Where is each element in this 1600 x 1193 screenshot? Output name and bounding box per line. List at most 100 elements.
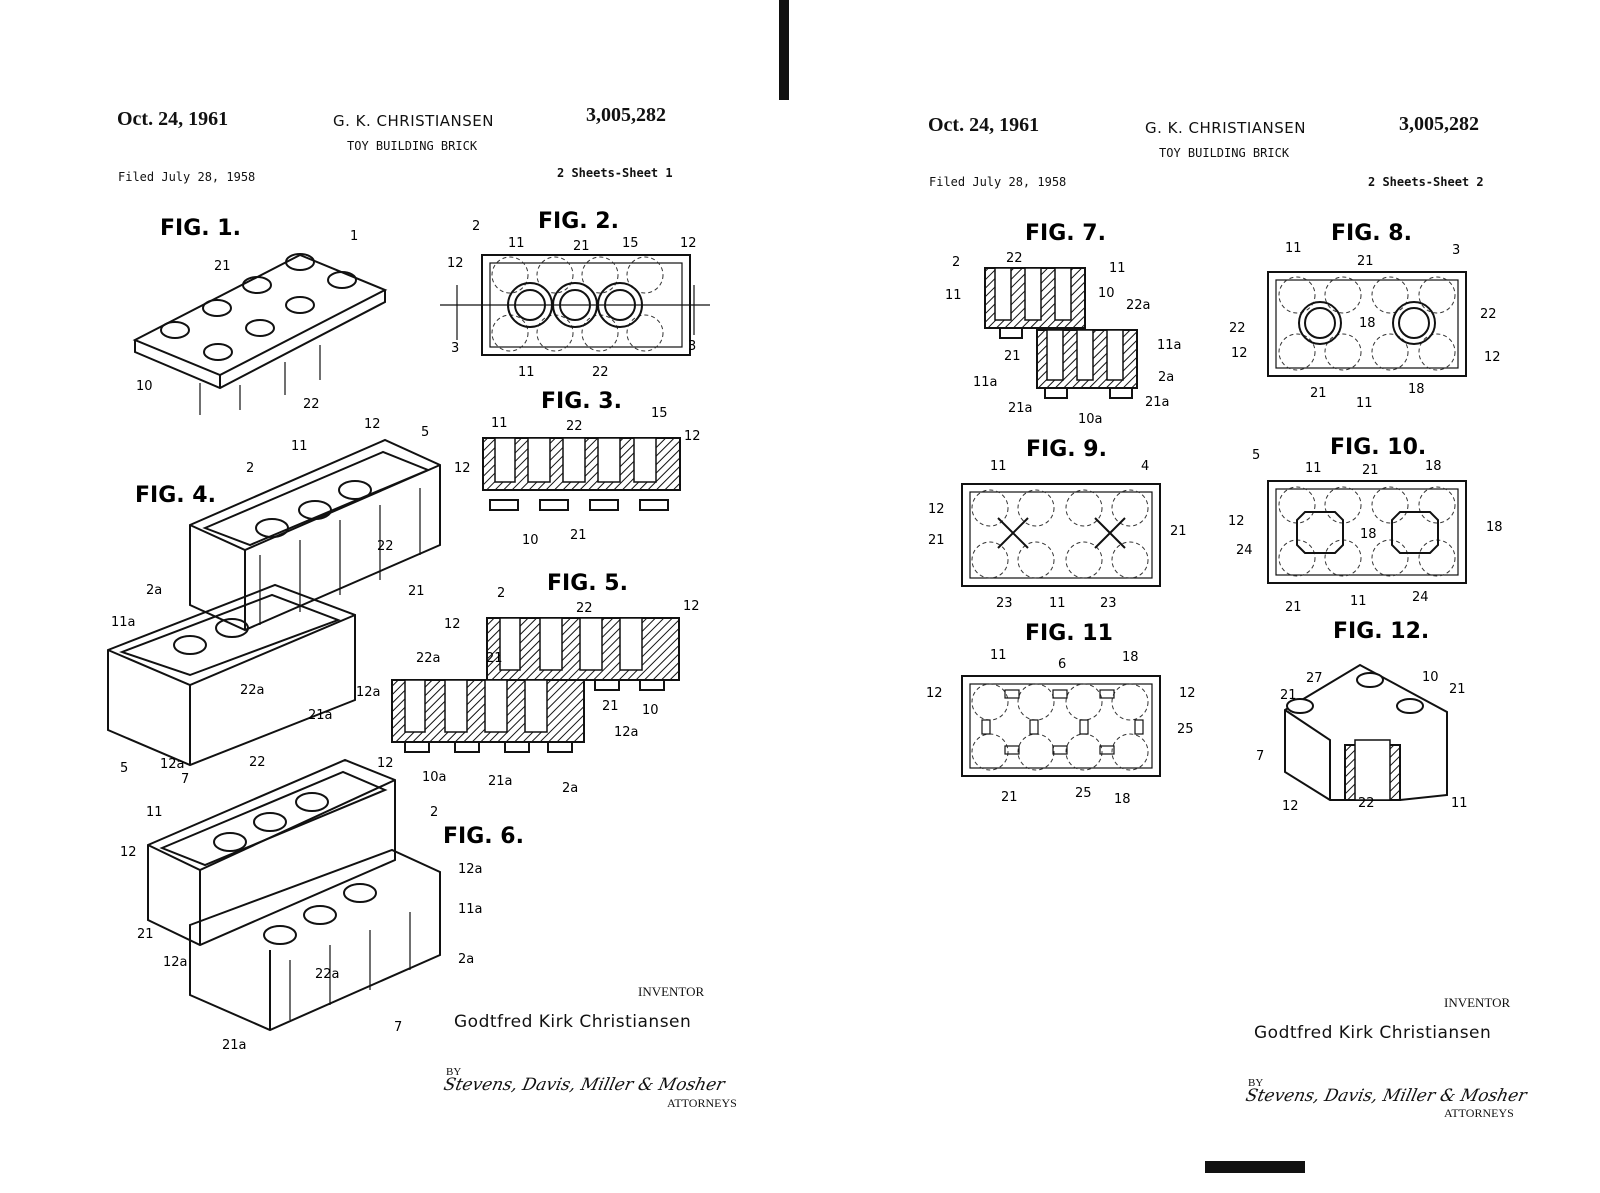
fig4-reference-numeral: 5 — [421, 425, 429, 440]
sheet1-inventor-label: INVENTOR — [638, 984, 705, 999]
fig10-label: FIG. 10. — [1330, 435, 1426, 460]
fig12-reference-numeral: 7 — [1256, 749, 1264, 764]
fig6-reference-numeral: 7 — [181, 772, 189, 787]
fig4-reference-numeral: 21 — [408, 584, 425, 599]
fig10-reference-numeral: 18 — [1425, 459, 1442, 474]
fig4-reference-numeral: 5 — [120, 761, 128, 776]
fig3-reference-numeral: 21 — [570, 528, 587, 543]
fig9-reference-numeral: 23 — [996, 596, 1013, 611]
fig12-reference-numeral: 21 — [1449, 682, 1466, 697]
fig4-reference-numeral: 2a — [146, 583, 162, 598]
fig4-reference-numeral: 11a — [111, 615, 136, 630]
sheet1-inventor-header: G. K. CHRISTIANSEN — [333, 112, 494, 130]
fig5-reference-numeral: 12 — [444, 617, 461, 632]
fig5-reference-numeral: 22 — [576, 601, 593, 616]
fig11-reference-numeral: 25 — [1075, 786, 1092, 801]
fig4-reference-numeral: 22 — [377, 539, 394, 554]
fig11-reference-numeral: 12 — [926, 686, 943, 701]
fig10-reference-numeral: 24 — [1412, 590, 1429, 605]
fig3-reference-numeral: 15 — [651, 406, 668, 421]
fig5-reference-numeral: 2a — [562, 781, 578, 796]
fig2-reference-numeral: 15 — [622, 236, 639, 251]
fig10-reference-numeral: 11 — [1305, 461, 1322, 476]
sheet2-inventor-label: INVENTOR — [1444, 995, 1511, 1010]
fig5-label: FIG. 5. — [547, 571, 628, 596]
fig6-reference-numeral: 21 — [137, 927, 154, 942]
fig11-drawing — [961, 675, 1161, 777]
sheet2-title: TOY BUILDING BRICK — [1159, 146, 1290, 160]
sheet2-sheet-number: 2 Sheets-Sheet 2 — [1368, 175, 1484, 189]
fig8-reference-numeral: 12 — [1484, 350, 1501, 365]
fig8-reference-numeral: 3 — [1452, 243, 1460, 258]
fig7-drawing — [984, 267, 1138, 399]
fig6-reference-numeral: 2 — [430, 805, 438, 820]
fig6-reference-numeral: 12a — [458, 862, 483, 877]
fig12-reference-numeral: 11 — [1451, 796, 1468, 811]
fig4-reference-numeral: 11 — [291, 439, 308, 454]
sheet1-filed-date: Filed July 28, 1958 — [118, 170, 256, 184]
fig10-reference-numeral: 24 — [1236, 543, 1253, 558]
fig12-reference-numeral: 27 — [1306, 671, 1323, 686]
fig6-label: FIG. 6. — [443, 824, 524, 849]
fig10-reference-numeral: 12 — [1228, 514, 1245, 529]
fig6-reference-numeral: 22 — [249, 755, 266, 770]
fig11-label: FIG. 11 — [1025, 621, 1113, 646]
fig2-reference-numeral: 11 — [508, 236, 525, 251]
fig7-reference-numeral: 21a — [1145, 395, 1170, 410]
sheet2-by: BY — [1248, 1077, 1264, 1089]
fig5-reference-numeral: 10 — [642, 703, 659, 718]
fig12-drawing — [1284, 663, 1448, 801]
fig10-reference-numeral: 18 — [1486, 520, 1503, 535]
fig9-reference-numeral: 23 — [1100, 596, 1117, 611]
fig5-reference-numeral: 21 — [602, 699, 619, 714]
fig8-reference-numeral: 21 — [1357, 254, 1374, 269]
fig2-reference-numeral: 3 — [451, 341, 459, 356]
fig9-label: FIG. 9. — [1026, 437, 1107, 462]
sheet1-date: Oct. 24, 1961 — [117, 108, 229, 130]
fig2-label: FIG. 2. — [538, 209, 619, 234]
fig12-reference-numeral: 21 — [1280, 688, 1297, 703]
fig6-reference-numeral: 12a — [163, 955, 188, 970]
fig5-reference-numeral: 2 — [497, 586, 505, 601]
sheet2-date: Oct. 24, 1961 — [928, 114, 1040, 136]
fig3-reference-numeral: 12 — [684, 429, 701, 444]
fig9-reference-numeral: 11 — [990, 459, 1007, 474]
fig9-reference-numeral: 12 — [928, 502, 945, 517]
sheet2-filed-date: Filed July 28, 1958 — [929, 175, 1067, 189]
fig3-reference-numeral: 12 — [454, 461, 471, 476]
fig7-reference-numeral: 22 — [1006, 251, 1023, 266]
fig7-reference-numeral: 2 — [952, 255, 960, 270]
sheet2-inventor-header: G. K. CHRISTIANSEN — [1145, 119, 1306, 137]
fig5-reference-numeral: 21a — [488, 774, 513, 789]
scan-edge-bar — [1205, 1161, 1305, 1173]
fig2-drawing — [440, 254, 710, 356]
fig4-reference-numeral: 12a — [160, 757, 185, 772]
sheet2-inventor-name: Godtfred Kirk Christiansen — [1254, 1023, 1492, 1043]
fig10-reference-numeral: 18 — [1360, 527, 1377, 542]
fig1-reference-numeral: 10 — [136, 379, 153, 394]
fig6-reference-numeral: 11a — [458, 902, 483, 917]
fig6-reference-numeral: 22a — [315, 967, 340, 982]
fig3-reference-numeral: 10 — [522, 533, 539, 548]
fig2-reference-numeral: 2 — [472, 219, 480, 234]
fig5-reference-numeral: 12a — [356, 685, 381, 700]
fig7-reference-numeral: 21 — [1004, 349, 1021, 364]
fig2-reference-numeral: 21 — [573, 239, 590, 254]
fig7-reference-numeral: 10 — [1098, 286, 1115, 301]
fig6-reference-numeral: 11 — [146, 805, 163, 820]
fig8-reference-numeral: 22 — [1229, 321, 1246, 336]
fig9-reference-numeral: 21 — [1170, 524, 1187, 539]
fig8-reference-numeral: 21 — [1310, 386, 1327, 401]
fig11-reference-numeral: 21 — [1001, 790, 1018, 805]
fig11-reference-numeral: 18 — [1122, 650, 1139, 665]
sheet1-by: BY — [446, 1066, 462, 1078]
fig6-reference-numeral: 12 — [377, 756, 394, 771]
fig3-drawing — [482, 437, 681, 511]
fig4-reference-numeral: 12 — [364, 417, 381, 432]
fig7-label: FIG. 7. — [1025, 221, 1106, 246]
fig3-reference-numeral: 11 — [491, 416, 508, 431]
fig5-drawing — [391, 617, 680, 753]
sheet2-patent-number: 3,005,282 — [1399, 113, 1479, 135]
fig8-reference-numeral: 12 — [1231, 346, 1248, 361]
